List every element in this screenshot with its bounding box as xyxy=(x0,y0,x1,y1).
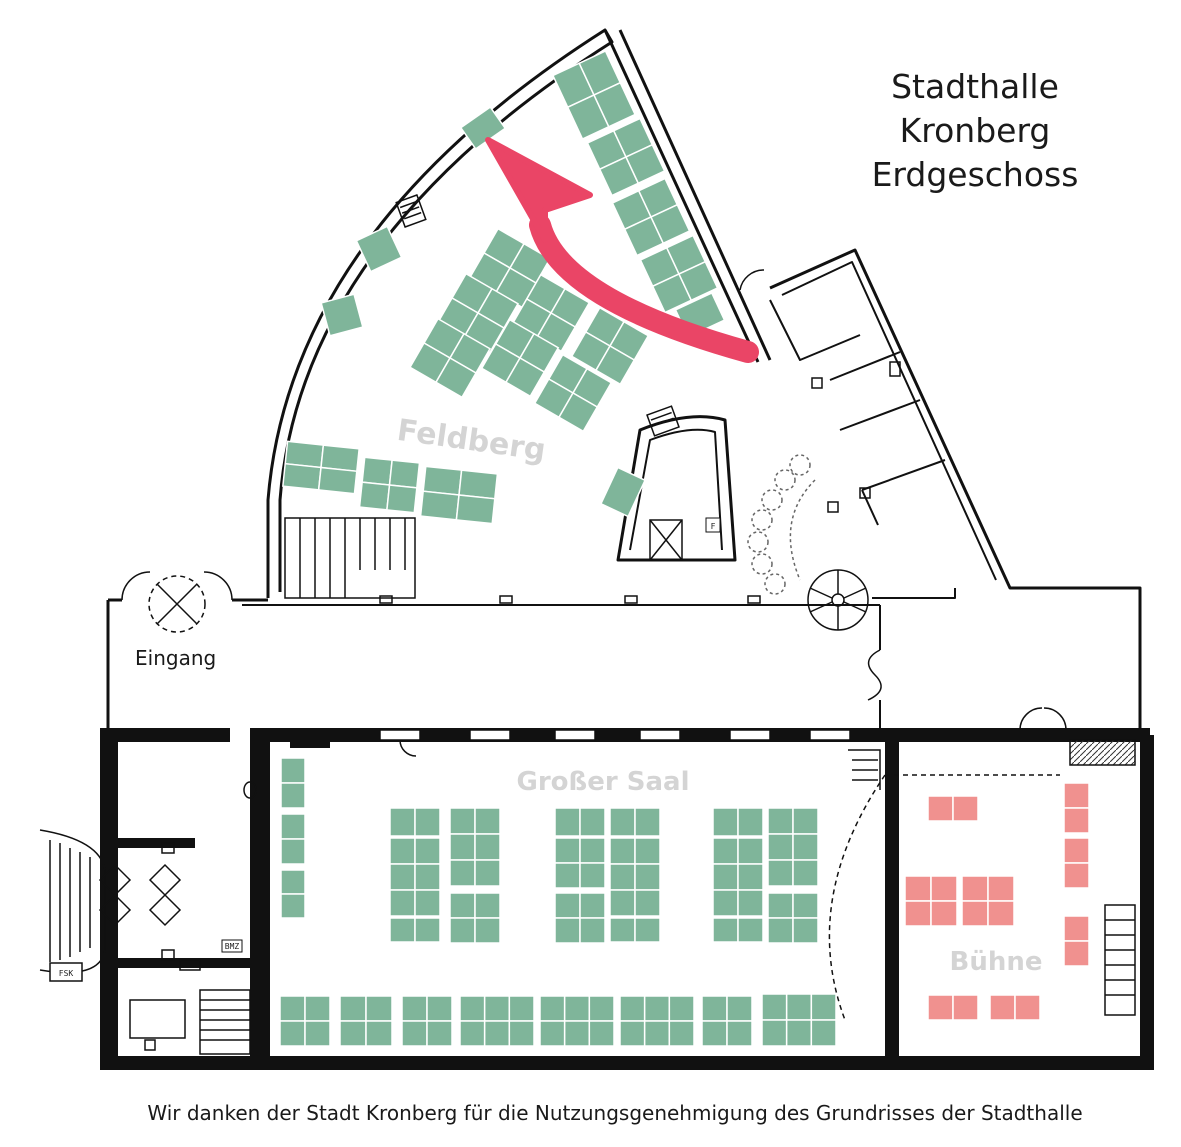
buehne-table xyxy=(927,994,979,1021)
saal-table xyxy=(767,892,819,944)
buehne-table xyxy=(927,795,979,822)
saal-table xyxy=(619,995,695,1047)
saal-table xyxy=(279,995,331,1047)
buehne-table xyxy=(1063,782,1090,834)
saal-table xyxy=(701,995,753,1047)
svg-text:BMZ: BMZ xyxy=(225,942,240,951)
feldberg-table xyxy=(586,117,666,197)
room-label-grosser-saal: Großer Saal xyxy=(517,767,690,797)
buehne-table xyxy=(961,875,1015,927)
revolving-door xyxy=(148,575,206,633)
saal-table xyxy=(401,995,453,1047)
saal-table xyxy=(280,757,306,809)
buehne-table xyxy=(989,994,1041,1021)
marker-f: F xyxy=(705,517,721,533)
saal-table xyxy=(554,892,606,944)
saal-table xyxy=(389,917,441,943)
saal-table xyxy=(389,837,441,917)
window-openings xyxy=(379,595,1136,766)
saal-table xyxy=(389,807,441,837)
lounge-seating xyxy=(747,454,816,595)
stage-edge xyxy=(828,774,1060,1021)
feldberg-table xyxy=(639,234,719,314)
saal-table xyxy=(712,837,764,917)
feldberg-table xyxy=(480,318,560,398)
title-line-2: Kronberg xyxy=(900,111,1051,150)
buehne-table xyxy=(904,875,958,927)
buehne-table xyxy=(1063,915,1090,967)
feldberg-table xyxy=(611,177,691,257)
saal-table xyxy=(449,807,501,887)
marker-bmz: BMZ xyxy=(221,939,243,953)
saal-table xyxy=(459,995,535,1047)
feldberg-table xyxy=(355,225,403,273)
room-label-feldberg: Feldberg xyxy=(395,413,548,468)
feldberg-table xyxy=(551,50,637,140)
buehne-tables xyxy=(904,782,1090,1021)
marker-fsk: FSK xyxy=(49,962,83,982)
feldberg-tables xyxy=(282,50,726,525)
feldberg-table xyxy=(282,440,360,495)
fixtures xyxy=(98,194,901,1051)
svg-text:F: F xyxy=(711,522,716,531)
grosser-saal-tables xyxy=(279,757,837,1047)
saal-table xyxy=(761,993,837,1047)
svg-text:FSK: FSK xyxy=(59,969,74,978)
saal-table xyxy=(712,807,764,837)
buehne-table xyxy=(1063,837,1090,889)
feldberg-table xyxy=(599,466,647,518)
feldberg-table xyxy=(320,293,364,337)
saal-table xyxy=(280,869,306,919)
feldberg-table xyxy=(533,353,613,433)
walls xyxy=(106,28,1142,735)
saal-table xyxy=(712,917,764,943)
room-label-buehne: Bühne xyxy=(950,947,1043,977)
door-swings xyxy=(121,269,1067,757)
plan-title: Stadthalle Kronberg Erdgeschoss xyxy=(872,67,1079,194)
title-line-1: Stadthalle xyxy=(891,67,1059,106)
saal-table xyxy=(767,807,819,887)
saal-table xyxy=(554,807,606,837)
direction-arrow xyxy=(485,137,759,363)
saal-table xyxy=(609,917,661,943)
saal-table xyxy=(449,892,501,944)
feldberg-table xyxy=(358,456,421,514)
saal-table xyxy=(609,807,661,837)
saal-table xyxy=(554,837,606,889)
saal-table xyxy=(339,995,393,1047)
feldberg-table xyxy=(408,317,492,399)
credit-line: Wir danken der Stadt Kronberg für die Nu… xyxy=(147,1101,1082,1125)
saal-table xyxy=(280,813,306,865)
saal-table xyxy=(609,837,661,917)
feldberg-table xyxy=(570,306,650,386)
title-line-3: Erdgeschoss xyxy=(872,155,1079,194)
saal-table xyxy=(539,995,615,1047)
entrance-label: Eingang xyxy=(135,646,216,670)
feldberg-table xyxy=(419,465,499,525)
